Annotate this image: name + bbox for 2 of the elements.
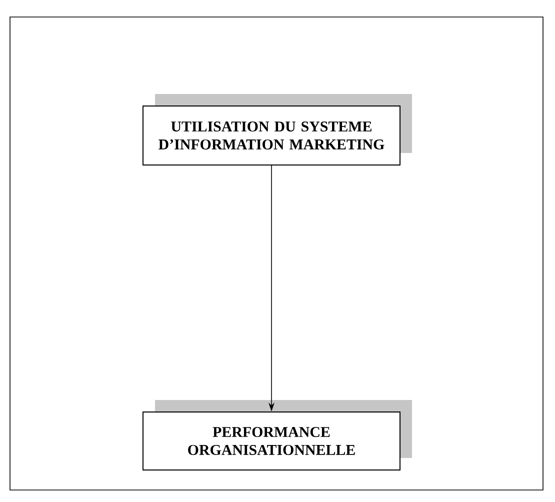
process-box: PERFORMANCE ORGANISATIONNELLE — [142, 400, 412, 470]
process-box: UTILISATION DU SYSTEME D’INFORMATION MARKETING — [142, 94, 412, 166]
